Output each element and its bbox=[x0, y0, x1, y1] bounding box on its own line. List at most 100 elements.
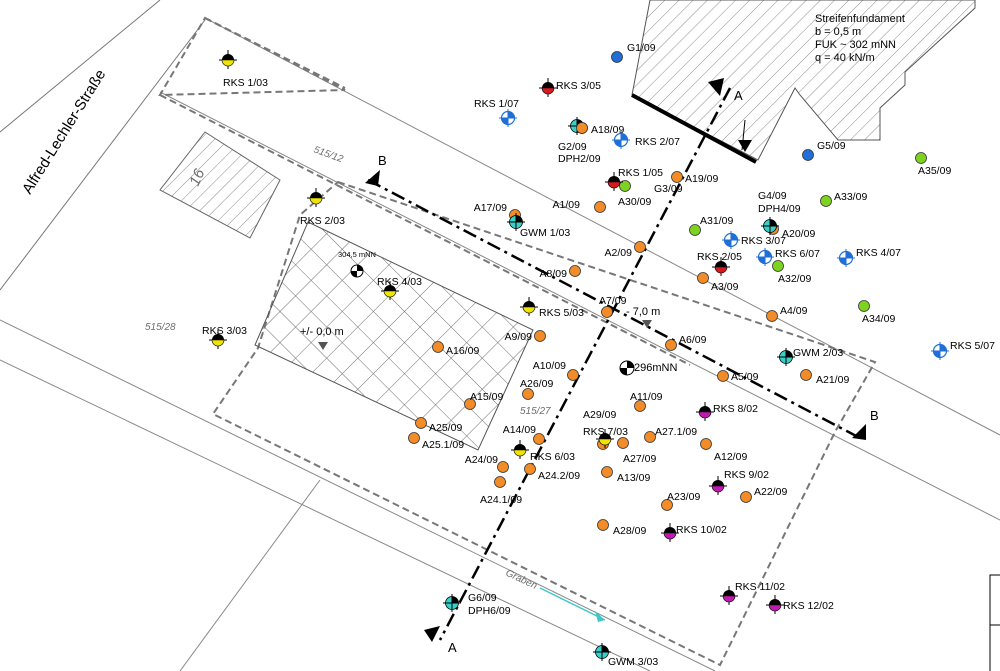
level-label: 304,5 mNN bbox=[338, 250, 376, 259]
section-line-a bbox=[438, 87, 732, 641]
test-pit-orange bbox=[661, 499, 673, 511]
point-label: A28/09 bbox=[613, 525, 646, 537]
point-label: G4/09 bbox=[758, 190, 787, 202]
groundwater-well bbox=[777, 348, 795, 366]
section-label: A bbox=[448, 640, 457, 655]
benchmark-symbol bbox=[350, 264, 364, 278]
boring-yellow bbox=[520, 297, 538, 316]
test-pit-orange bbox=[634, 400, 646, 412]
test-pit-orange bbox=[717, 370, 729, 382]
point-label: RKS 6/07 bbox=[775, 248, 820, 260]
benchmark-symbol bbox=[619, 360, 635, 376]
test-pit-orange bbox=[671, 171, 683, 183]
point-label: RKS 11/02 bbox=[735, 581, 785, 593]
point-label: G1/09 bbox=[627, 42, 656, 54]
test-pit-orange bbox=[597, 519, 609, 531]
point-label: A19/09 bbox=[685, 173, 718, 185]
point-label: A14/09 bbox=[503, 424, 536, 436]
point-label: RKS 1/05 bbox=[618, 167, 663, 179]
point-label: RKS 5/07 bbox=[950, 340, 995, 352]
point-label: A30/09 bbox=[618, 196, 651, 208]
planned-building-area bbox=[254, 221, 534, 451]
boring-blue bbox=[722, 231, 740, 249]
point-label: A2/09 bbox=[605, 247, 633, 259]
boring-red bbox=[605, 172, 623, 191]
section-arrow bbox=[708, 78, 724, 96]
point-label: RKS 2/07 bbox=[635, 136, 680, 148]
street-edge-line bbox=[0, 0, 161, 133]
point-label: A10/09 bbox=[533, 360, 566, 372]
point-label: G5/09 bbox=[817, 140, 846, 152]
probe-blue bbox=[611, 51, 623, 63]
point-label: A1/09 bbox=[553, 199, 581, 211]
test-pit-orange bbox=[594, 201, 606, 213]
point-label: RKS 3/05 bbox=[556, 80, 601, 92]
test-pit-orange bbox=[665, 339, 677, 351]
point-label: A34/09 bbox=[862, 313, 895, 325]
point-label: RKS 12/02 bbox=[783, 600, 834, 612]
boring-yellow bbox=[209, 330, 227, 349]
level-marker bbox=[642, 320, 652, 328]
point-label: RKS 2/05 bbox=[697, 251, 742, 263]
test-pit-orange bbox=[766, 310, 778, 322]
point-label: RKS 10/02 bbox=[676, 524, 727, 536]
street-edge-line bbox=[0, 19, 206, 291]
foundation-note: FUK ~ 302 mNN bbox=[815, 39, 896, 51]
point-label: A23/09 bbox=[667, 491, 700, 503]
test-pit-orange bbox=[697, 272, 709, 284]
level-label: - 7,0 m bbox=[626, 306, 660, 318]
test-pit-orange bbox=[567, 369, 579, 381]
point-label: A25.1/09 bbox=[422, 439, 464, 451]
point-label: A20/09 bbox=[782, 228, 815, 240]
parcel-line bbox=[204, 17, 1000, 436]
parcel-label: 515/28 bbox=[145, 322, 176, 333]
probe-blue bbox=[802, 149, 814, 161]
groundwater-well bbox=[593, 643, 611, 661]
test-pit-orange bbox=[617, 437, 629, 449]
point-label: RKS 6/03 bbox=[530, 451, 575, 463]
ditch-arrow-line bbox=[539, 587, 606, 621]
boring-blue bbox=[931, 342, 949, 360]
groundwater-well bbox=[507, 213, 525, 231]
point-label: A27/09 bbox=[623, 453, 656, 465]
boring-magenta bbox=[661, 523, 679, 542]
point-label: RKS 2/03 bbox=[300, 215, 345, 227]
point-label: G6/09 bbox=[468, 592, 497, 604]
point-label: RKS 3/03 bbox=[202, 325, 247, 337]
test-pit-orange bbox=[800, 369, 812, 381]
test-pit-orange bbox=[494, 476, 506, 488]
boring-yellow bbox=[596, 429, 614, 448]
point-label: DPH4/09 bbox=[758, 203, 801, 215]
section-line-b bbox=[367, 178, 861, 440]
test-pit-orange bbox=[464, 398, 476, 410]
section-label: B bbox=[378, 153, 387, 168]
point-label: GWM 2/03 bbox=[793, 347, 843, 359]
section-label: B bbox=[870, 408, 879, 423]
point-label: A7/09 bbox=[599, 295, 627, 307]
point-label: RKS 1/07 bbox=[474, 98, 519, 110]
building-16 bbox=[159, 131, 281, 239]
point-label: A13/09 bbox=[617, 472, 650, 484]
point-label: A5/09 bbox=[731, 371, 759, 383]
section-arrow bbox=[852, 424, 866, 440]
point-label: GWM 3/03 bbox=[608, 656, 658, 668]
point-label: A27.1/09 bbox=[655, 426, 697, 438]
boring-blue bbox=[499, 109, 517, 127]
site-boundary-dashed bbox=[159, 94, 691, 366]
site-boundary-dashed bbox=[211, 180, 877, 667]
title-block-edge bbox=[989, 574, 1000, 671]
point-label: G3/09 bbox=[654, 183, 683, 195]
boring-magenta bbox=[696, 402, 714, 421]
point-label: A17/09 bbox=[474, 202, 507, 214]
street-name: Alfred-Lechler-Straße bbox=[19, 67, 109, 198]
ditch-arrow-head bbox=[595, 611, 605, 622]
boring-yellow bbox=[219, 50, 237, 69]
level-marker bbox=[318, 342, 328, 350]
test-pit-orange bbox=[497, 461, 509, 473]
point-label: A31/09 bbox=[700, 215, 733, 227]
ditch-label: Graben bbox=[504, 568, 539, 592]
test-pit-orange bbox=[522, 388, 534, 400]
point-label: A3/09 bbox=[711, 281, 739, 293]
point-label: RKS 4/07 bbox=[856, 247, 901, 259]
level-label: 296mNN bbox=[634, 362, 677, 374]
